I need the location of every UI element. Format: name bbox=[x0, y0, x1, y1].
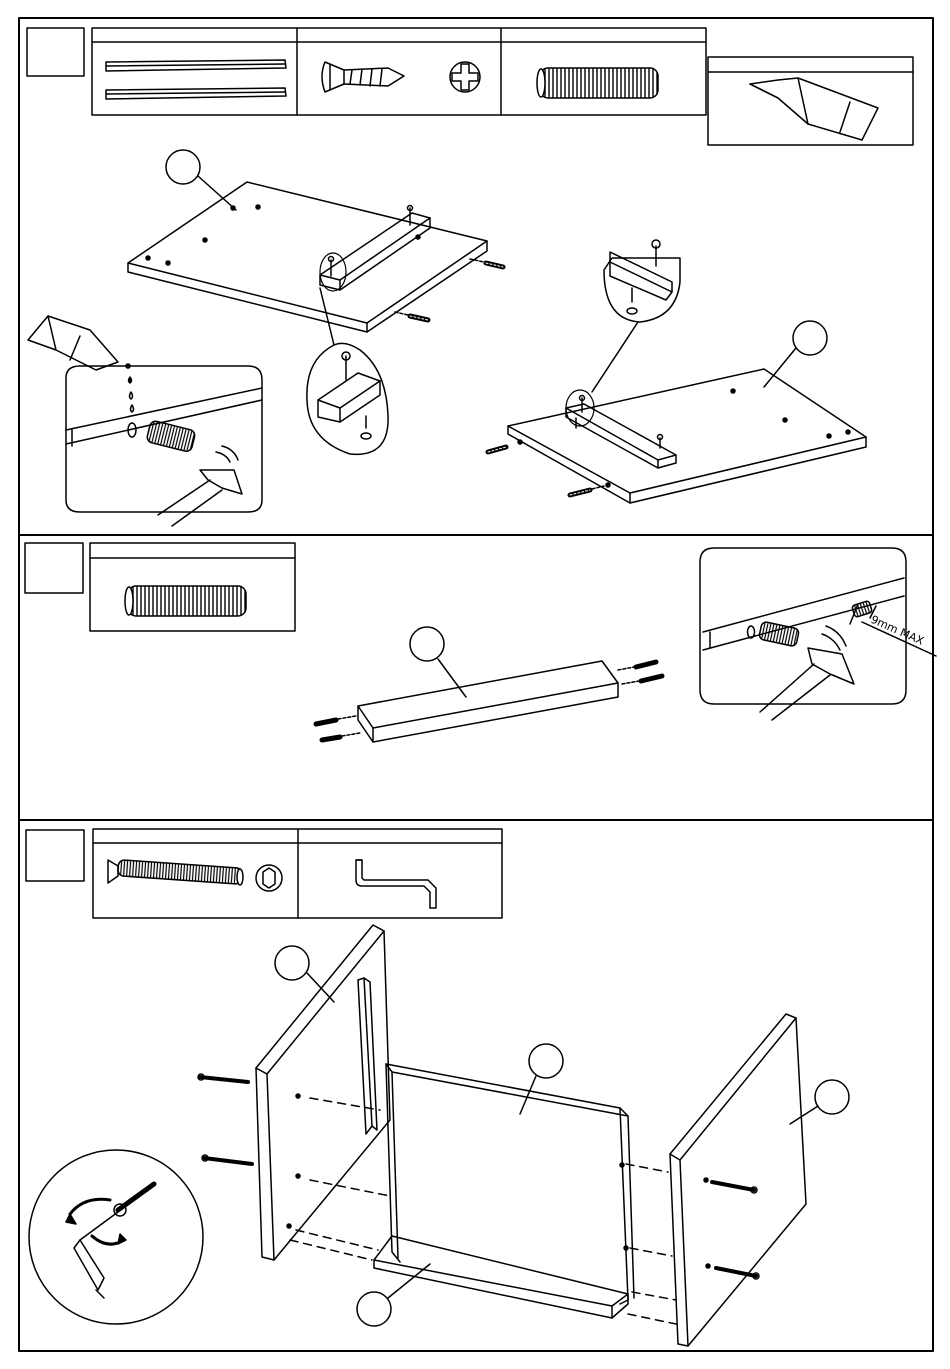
part-callout bbox=[529, 1044, 563, 1078]
side-panel-left bbox=[198, 925, 390, 1260]
part-callout bbox=[166, 150, 200, 184]
step-3-panel bbox=[26, 829, 849, 1346]
part-callout bbox=[410, 627, 444, 661]
wooden-dowel-icon bbox=[537, 68, 658, 98]
step-1-panel bbox=[27, 28, 913, 526]
parts-legend bbox=[93, 829, 502, 918]
part-callout bbox=[815, 1080, 849, 1114]
allen-key-icon bbox=[356, 860, 436, 908]
part-callout bbox=[357, 1292, 391, 1326]
step-number-box bbox=[25, 543, 83, 593]
hex-socket-icon bbox=[256, 865, 282, 891]
tightening-detail bbox=[29, 1150, 203, 1324]
phillips-head-icon bbox=[450, 62, 480, 92]
rail-detail-zoom bbox=[307, 288, 388, 454]
dowel-depth-detail: 9mm MAX bbox=[700, 548, 936, 720]
side-panel-right bbox=[626, 1014, 849, 1346]
step-number-box bbox=[27, 28, 84, 76]
connector-bolt-icon bbox=[108, 860, 243, 885]
panel-with-rail-left bbox=[128, 150, 503, 332]
panel-with-rail-right bbox=[488, 321, 866, 503]
wooden-dowel-icon bbox=[125, 586, 246, 616]
depth-annotation: 9mm MAX bbox=[869, 613, 926, 648]
step-2-panel: 9mm MAX bbox=[25, 543, 936, 742]
parts-legend bbox=[90, 543, 295, 631]
glue-bottle-icon bbox=[708, 57, 913, 145]
cam-rail-icon bbox=[106, 60, 286, 99]
glue-dowel-detail bbox=[28, 316, 262, 526]
part-callout bbox=[793, 321, 827, 355]
parts-legend bbox=[92, 28, 913, 145]
part-callout bbox=[275, 946, 309, 980]
step-number-box bbox=[26, 830, 84, 881]
rail-detail-zoom-right bbox=[592, 240, 680, 392]
stretcher-rail bbox=[316, 627, 662, 742]
screw-icon bbox=[322, 62, 404, 92]
